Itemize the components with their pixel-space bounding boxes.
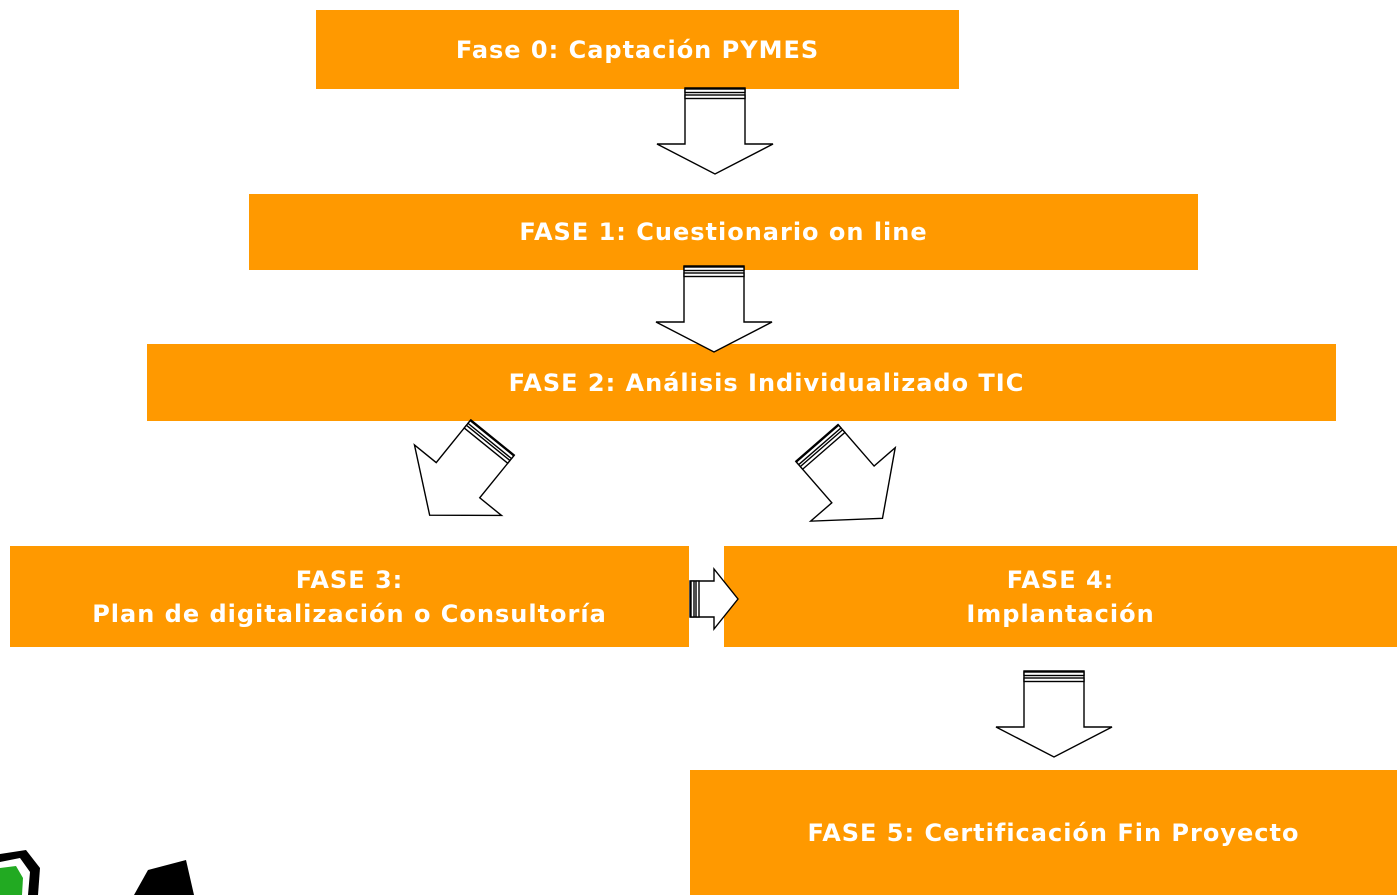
arrow-down-icon [655, 265, 773, 353]
phase-5-box: FASE 5: Certificación Fin Proyecto [690, 770, 1397, 895]
phase-0-box: Fase 0: Captación PYMES [316, 10, 959, 89]
arrow-diagonal-right-icon [794, 423, 897, 522]
phase-4-title: FASE 4: [1006, 565, 1115, 594]
phase-1-label: FASE 1: Cuestionario on line [519, 218, 928, 246]
phase-5-label: FASE 5: Certificación Fin Proyecto [807, 818, 1300, 847]
arrow-diagonal-left-icon [413, 418, 516, 517]
phase-4-box: FASE 4: Implantación [724, 546, 1397, 647]
phase-4-subtitle: Implantación [966, 599, 1155, 628]
phase-2-box: FASE 2: Análisis Individualizado TIC [147, 344, 1336, 421]
phase-2-label: FASE 2: Análisis Individualizado TIC [508, 368, 1025, 397]
arrow-down-icon [995, 670, 1113, 758]
arrow-down-icon [656, 87, 774, 175]
phase-3-subtitle: Plan de digitalización o Consultoría [92, 599, 607, 628]
logo-icon [0, 850, 194, 895]
phase-3-box: FASE 3: Plan de digitalización o Consult… [10, 546, 689, 647]
phase-3-title: FASE 3: [295, 565, 404, 594]
phase-0-label: Fase 0: Captación PYMES [455, 35, 820, 64]
phase-1-box: FASE 1: Cuestionario on line [249, 194, 1198, 270]
